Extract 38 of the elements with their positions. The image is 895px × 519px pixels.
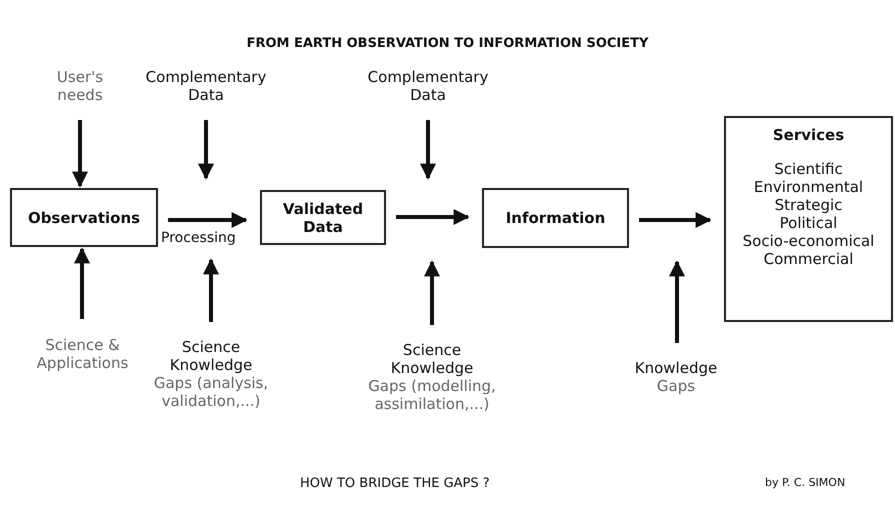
node-text: Gaps (analysis, validation,...) [152,374,270,410]
box-text: Validated Data [282,200,364,236]
arrow [168,212,248,228]
box-text: Socio-economical [742,232,874,250]
arrow [396,209,470,225]
box-text: Information [506,209,606,227]
node-text: Gaps [656,377,696,395]
node-text: Science Knowledge [168,338,254,374]
node-text: Gaps (modelling, assimilation,...) [368,377,496,413]
node-text: User's needs [56,68,104,104]
arrow [420,120,436,180]
author-credit: by P. C. SIMON [765,476,846,489]
arrow [72,120,88,188]
node-text: Complementary Data [366,68,490,104]
process-box [10,188,158,247]
process-box [260,190,386,245]
arrow [669,260,685,343]
arrow [74,247,90,319]
node-text: Science & Applications [36,336,130,372]
process-box [724,116,893,322]
box-text: Environmental [754,178,864,196]
box-text: Strategic [774,196,842,214]
diagram-title: FROM EARTH OBSERVATION TO INFORMATION SOCIETY [246,36,650,51]
box-text: Scientific [774,160,843,178]
box-text: Observations [28,208,140,226]
node-text: Knowledge [634,359,718,377]
arrow [424,260,440,325]
process-box [482,188,629,248]
node-text: Science Knowledge [390,341,474,377]
box-text: Political [780,214,838,232]
arrow [639,212,712,228]
bottom-note: HOW TO BRIDGE THE GAPS ? [300,476,490,491]
box-text: Commercial [764,250,854,268]
edge-label: Processing [160,230,237,246]
box-heading: Services [772,126,844,144]
node-text: Complementary Data [145,68,267,104]
arrow [203,258,219,322]
arrow [198,120,214,180]
